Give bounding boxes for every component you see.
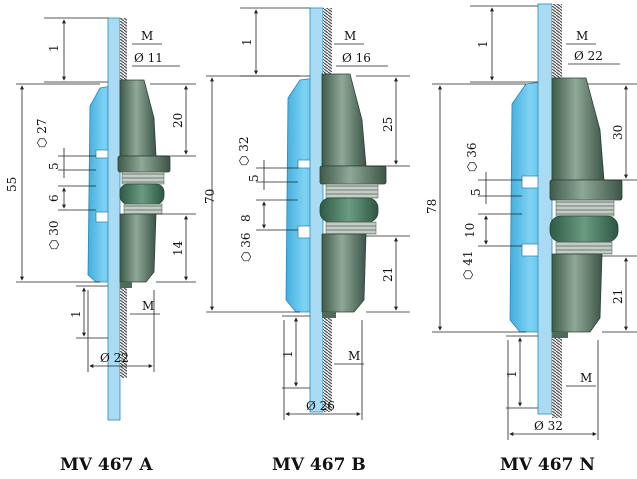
model-b-washer-2	[325, 221, 377, 235]
model-a-label-m-top: M	[141, 29, 153, 43]
model-n-label-d-bolt: Ø 22	[574, 49, 603, 63]
model-a-label-m-bottom: M	[142, 299, 154, 313]
model-n-drawing: 1 M Ø 22 78 30 ⬡ 36 5 10 ⬡ 41 21 1 M	[425, 3, 637, 475]
model-b-label-h-top: 25	[381, 117, 395, 132]
model-a-label-d-bolt: Ø 11	[134, 51, 163, 65]
model-a-body-upper	[119, 79, 157, 157]
model-b-thread-bottom	[323, 318, 332, 412]
model-n-label-t-top: 1	[476, 40, 490, 48]
model-a-label-total: 55	[5, 177, 19, 192]
model-n-label-total: 78	[425, 199, 439, 214]
model-a-washer-2	[123, 203, 163, 215]
model-n-label-s-lower: 10	[463, 223, 477, 238]
model-b-hex-nut-upper	[319, 165, 387, 185]
model-b-label-m-bottom: M	[348, 349, 360, 363]
model-n-body-lower	[551, 253, 603, 333]
model-a-label-t-top: 1	[47, 44, 61, 52]
model-b-label-m-top: M	[344, 29, 356, 43]
model-b-nut-cap	[322, 312, 336, 318]
model-a-label-d-body: Ø 22	[100, 351, 129, 365]
model-a-label-h-bottom: 14	[171, 240, 185, 256]
model-a-label-t-bottom: 1	[69, 310, 83, 318]
model-n-thread-bottom	[552, 336, 562, 418]
model-a-caption: MV 467 A	[60, 455, 153, 475]
model-n-label-d-body: Ø 32	[534, 419, 563, 433]
model-n-label-h-bottom: 21	[611, 289, 625, 304]
model-b-label-hex-upper: ⬡ 32	[237, 136, 251, 166]
model-b-label-h-bottom: 21	[381, 267, 395, 282]
model-b-label-d-bolt: Ø 16	[342, 51, 371, 65]
model-n-label-m-top: M	[576, 29, 588, 43]
model-a-drawing: 1 M Ø 11 55 20 ⬡ 27 5 6 ⬡ 30 14 1 M	[5, 17, 196, 475]
model-a-label-hex-upper: ⬡ 27	[35, 118, 49, 148]
model-b-caption: MV 467 B	[272, 455, 366, 475]
model-b-label-s-lower: 8	[239, 214, 253, 222]
model-b-body-upper	[321, 73, 367, 167]
model-b-label-s-upper: 5	[247, 174, 261, 182]
model-n-hex-nut-upper	[549, 179, 623, 201]
model-a-label-s-upper: 5	[47, 162, 61, 170]
model-b-thread-top	[323, 8, 332, 74]
model-n-label-m-bottom: M	[580, 371, 592, 385]
model-n-hex-nut-lower	[549, 215, 619, 243]
model-a-thread-top	[120, 18, 127, 82]
model-n-label-hex-upper: ⬡ 36	[465, 142, 479, 172]
model-a-hex-nut-lower	[119, 183, 165, 205]
model-n-label-h-top: 30	[611, 125, 625, 140]
model-b-label-t-top: 1	[240, 38, 254, 46]
model-a-hex-nut-upper	[117, 155, 171, 173]
model-n-label-hex-lower: ⬡ 41	[461, 250, 475, 280]
model-a-nut-cap	[120, 282, 132, 288]
model-b-body-lower	[321, 233, 367, 313]
model-b-drawing: 1 M Ø 16 70 25 ⬡ 32 5 8 ⬡ 36 21 1 M	[203, 7, 410, 475]
model-n-label-s-upper: 5	[469, 188, 483, 196]
model-a-body-lower	[119, 213, 157, 283]
model-n-thread-top	[552, 4, 562, 78]
model-a-label-h-top: 20	[171, 113, 185, 128]
model-b-label-t-bottom: 1	[281, 350, 295, 358]
model-a-label-s-lower: 6	[47, 194, 61, 202]
model-a-thread-bottom	[120, 286, 127, 378]
model-n-nut-cap	[552, 332, 568, 338]
model-n-stud	[537, 3, 553, 415]
model-n-body-upper	[551, 77, 605, 181]
model-n-washer-2	[555, 241, 613, 255]
model-b-washer	[325, 183, 379, 199]
model-n-washer	[555, 199, 615, 217]
model-b-label-d-body: Ø 26	[306, 399, 335, 413]
model-b-label-hex-lower: ⬡ 36	[239, 232, 253, 262]
model-n-label-t-bottom: 1	[505, 370, 519, 378]
model-a-washer	[121, 171, 165, 185]
model-a-label-hex-lower: ⬡ 30	[47, 220, 61, 250]
model-b-label-total: 70	[203, 189, 217, 204]
model-b-hex-nut-lower	[319, 197, 379, 223]
model-n-caption: MV 467 N	[500, 455, 595, 475]
